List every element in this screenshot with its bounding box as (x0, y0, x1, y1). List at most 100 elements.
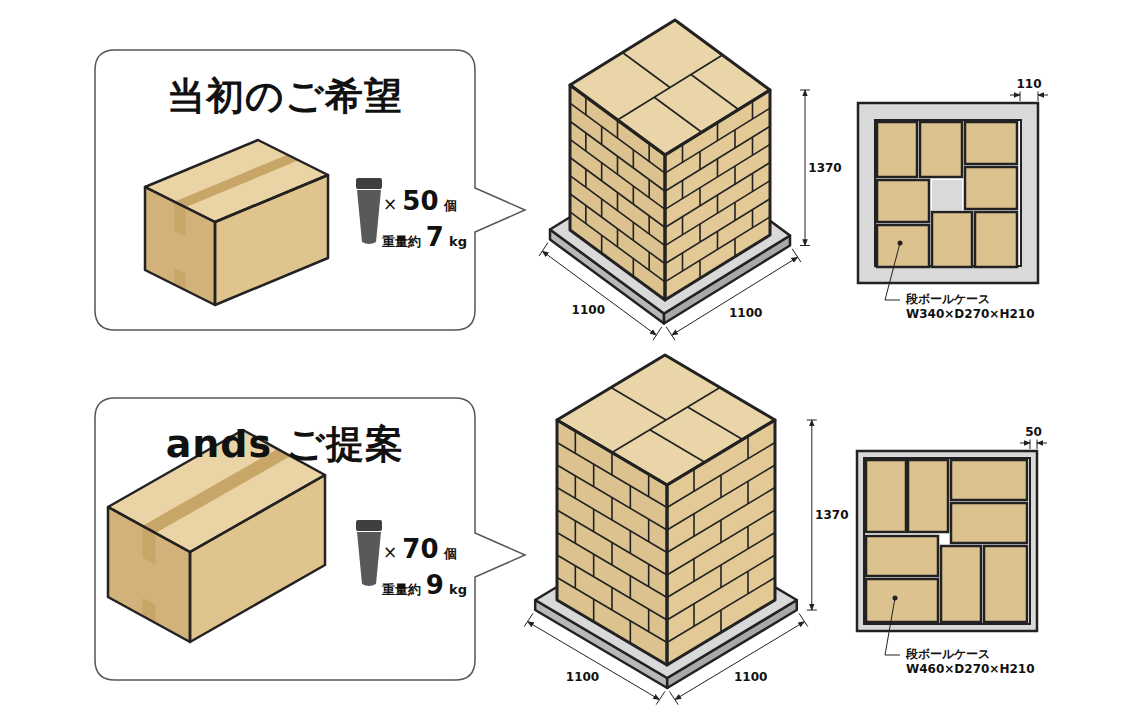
brick-joint (648, 609, 650, 632)
brick-joint (575, 476, 577, 499)
bubble-title: ands ご提案 (166, 419, 405, 470)
dimension-tick (800, 245, 810, 246)
brick-joint (665, 181, 770, 246)
brick-joint (699, 224, 701, 242)
tube-cap (356, 178, 382, 189)
brick-joint (720, 520, 722, 543)
bubble-outline (95, 398, 535, 680)
carton-top (145, 140, 328, 222)
brick-joint (593, 509, 595, 532)
brick-joint (693, 514, 695, 537)
dimension-line (1010, 95, 1020, 96)
case-top (570, 20, 770, 155)
brick-joint (601, 163, 603, 181)
brick-joint (611, 588, 613, 611)
brick-joint (648, 519, 650, 542)
brick-joint (585, 205, 587, 223)
dimension-line (1020, 443, 1030, 444)
bubble-border (95, 398, 525, 680)
brick-joint (717, 231, 719, 249)
spec-text: 重量約 9 kg (382, 570, 467, 600)
brick-joint (585, 97, 587, 115)
dimension-tick (807, 420, 817, 421)
brick-joint (734, 130, 736, 148)
case-top-view (866, 536, 938, 576)
brick-joint (611, 498, 613, 521)
brick-joint (717, 123, 719, 141)
brick-joint (593, 554, 595, 577)
brick-joint (630, 576, 632, 599)
brick-joint (648, 252, 650, 270)
spec-text: 重量約 7 kg (382, 222, 467, 252)
brick-joint (752, 173, 754, 191)
brick-joint (693, 469, 695, 492)
extension-line (792, 249, 801, 262)
brick-joint (752, 101, 754, 119)
brick-joint (648, 180, 650, 198)
carton-outline (108, 507, 190, 642)
brick-joint (593, 464, 595, 487)
case-top-view (877, 225, 929, 267)
case-top (557, 355, 775, 485)
case-top-view (941, 546, 981, 622)
carton-outline (190, 475, 325, 642)
stack-outline (557, 420, 667, 665)
callout-bubble: ands ご提案 × 70 個重量約 9 kg (95, 398, 475, 680)
brick-joint (720, 565, 722, 588)
gap (932, 180, 962, 210)
brick-joint (752, 210, 754, 228)
tube-cap (356, 520, 382, 531)
extension-line (669, 691, 678, 704)
dimension-line (528, 622, 660, 700)
load-area (864, 458, 1030, 624)
brick-joint (682, 253, 684, 271)
stack-outline (557, 355, 775, 485)
carton (145, 140, 328, 305)
brick-joint (611, 453, 613, 476)
brick-joint (633, 259, 635, 277)
dimension-label: 1370 (806, 160, 843, 175)
stack-outline (570, 85, 665, 300)
spec-text: × 70 個 (383, 534, 457, 564)
carton (108, 430, 325, 642)
dimension-line (1038, 95, 1048, 96)
case-top-view (866, 460, 906, 532)
dimension-label: 1100 (732, 670, 769, 685)
brick-joint (665, 217, 770, 282)
brick-joint (665, 108, 770, 173)
extension-line (653, 327, 662, 340)
brick-joint (699, 260, 701, 278)
brick-joint (570, 176, 665, 246)
brick-joint (570, 212, 665, 282)
tube-icon (356, 178, 382, 244)
brick-joint (617, 120, 619, 138)
extension-line (666, 327, 675, 340)
carton-outline (145, 140, 328, 222)
brick-joint (633, 150, 635, 168)
tape (174, 155, 298, 208)
brick-joint (585, 133, 587, 151)
brick-joint (585, 169, 587, 187)
dimension-label: 1100 (570, 302, 607, 317)
case-joint (691, 75, 739, 110)
brick-joint (633, 222, 635, 240)
brick-joint (617, 193, 619, 211)
dimension-line (672, 257, 798, 335)
brick-joint (752, 137, 754, 155)
case-joint (623, 53, 671, 88)
brick-joint (648, 143, 650, 161)
bubble-title: 当初のご希望 (167, 71, 403, 122)
dimension-label: 50 (1023, 425, 1044, 440)
leader-line (885, 243, 900, 300)
brick-joint (734, 166, 736, 184)
extension-line (799, 613, 808, 626)
dimension-label: 1370 (813, 508, 850, 523)
brick-joint (699, 188, 701, 206)
callout-bubble: 当初のご希望× 50 個重量約 7 kg (95, 50, 475, 330)
brick-joint (682, 217, 684, 235)
brick-joint (570, 139, 665, 209)
brick-joint (734, 239, 736, 257)
brick-joint (570, 103, 665, 173)
